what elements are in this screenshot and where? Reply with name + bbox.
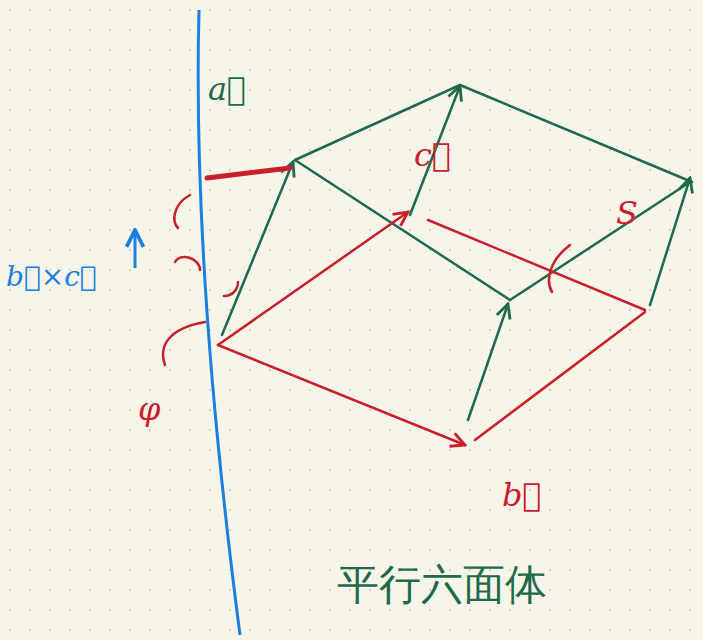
- edge: [468, 304, 508, 420]
- edge: [460, 85, 692, 182]
- vector-a: [222, 162, 293, 335]
- cross-product-label: b⃗×c⃗: [4, 262, 99, 293]
- area-label: S: [614, 196, 640, 231]
- vector-label: c⃗: [412, 138, 453, 173]
- axis-direction-arrow: [134, 230, 137, 268]
- vector-label: b⃗: [500, 478, 544, 513]
- angle-label: φ: [136, 392, 162, 427]
- edge: [295, 160, 510, 300]
- rotation-arc: [163, 322, 205, 365]
- perpendicular: [207, 168, 290, 178]
- edge: [410, 86, 460, 215]
- vector-c: [218, 212, 408, 345]
- angle-arc: [224, 282, 238, 296]
- green-edges: [222, 85, 692, 420]
- angle-arc: [175, 257, 200, 270]
- angle-arc: [549, 245, 570, 292]
- edge: [475, 312, 645, 440]
- vector-b: [218, 345, 465, 445]
- edge: [650, 178, 690, 305]
- edge: [428, 220, 645, 310]
- red-edges: [163, 168, 645, 445]
- angle-arc: [174, 195, 190, 228]
- edge: [510, 182, 690, 300]
- vector-label: a⃗: [206, 72, 248, 107]
- caption-label: 平行六面体: [335, 562, 549, 608]
